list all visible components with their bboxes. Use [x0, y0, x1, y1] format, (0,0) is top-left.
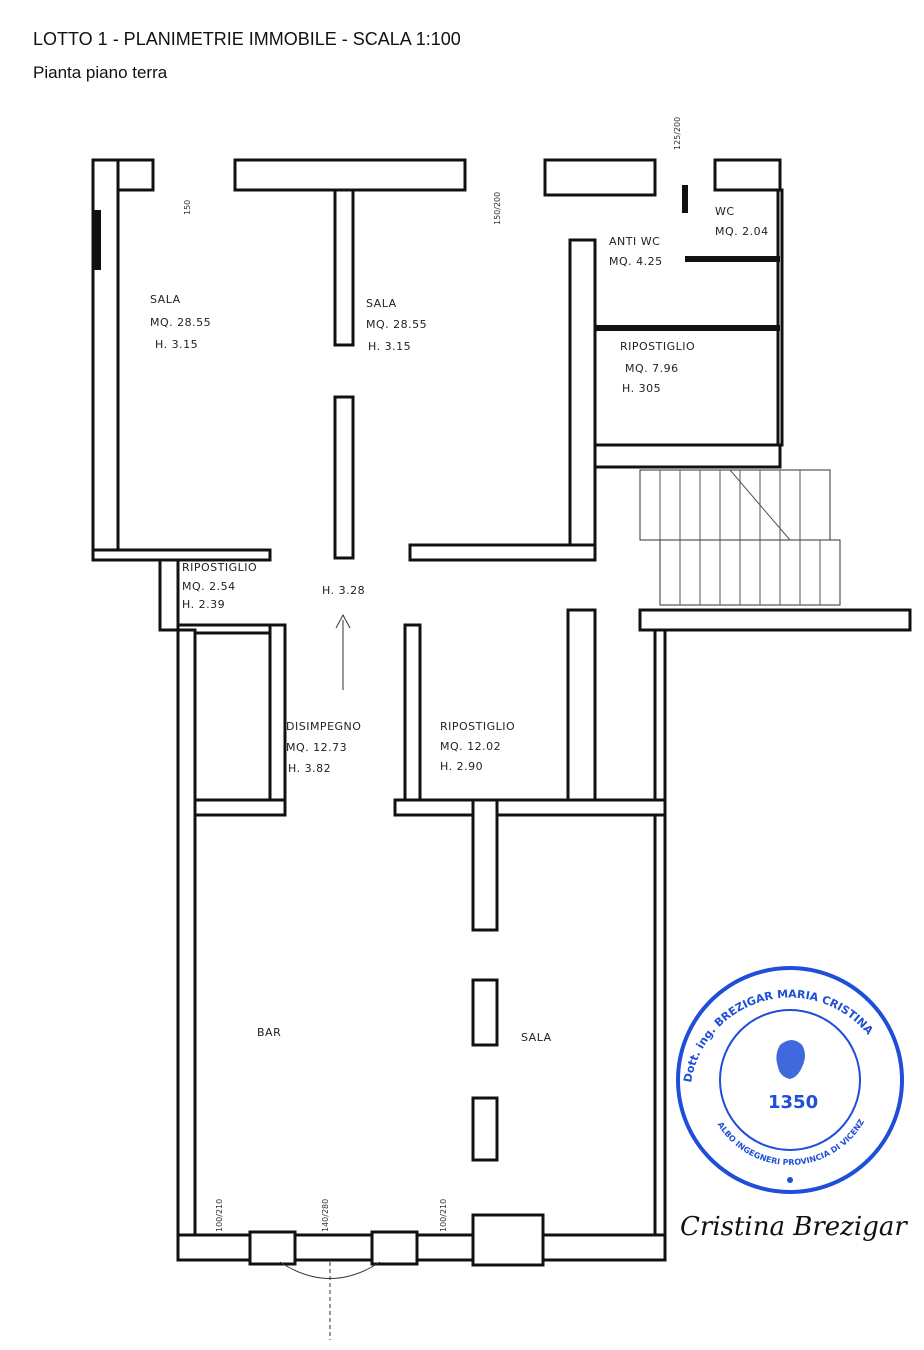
stamp-head-emblem: [776, 1040, 805, 1079]
room-name: RIPOSTIGLIO: [440, 720, 515, 733]
room-name: DISIMPEGNO: [286, 720, 361, 733]
room-area: MQ. 12.73: [286, 741, 347, 754]
dimension-label: 150/200: [493, 192, 502, 225]
room-height: H. 305: [622, 382, 661, 395]
room-height: H. 3.15: [155, 338, 198, 351]
room-area: MQ. 2.54: [182, 580, 236, 593]
room-area: MQ. 7.96: [625, 362, 679, 375]
room-area: MQ. 2.04: [715, 225, 769, 238]
room-height: H. 3.28: [322, 584, 365, 597]
room-height: H. 2.39: [182, 598, 225, 611]
stamp-number: 1350: [768, 1092, 818, 1113]
room-name: SALA: [150, 293, 181, 306]
walls: [91, 158, 912, 1340]
room-name: BAR: [257, 1026, 281, 1039]
dimension-label: 140/280: [321, 1199, 330, 1232]
room-name: SALA: [366, 297, 397, 310]
room-area: MQ. 4.25: [609, 255, 663, 268]
dimension-label: 125/200: [673, 117, 682, 150]
room-name: RIPOSTIGLIO: [182, 561, 257, 574]
room-name: RIPOSTIGLIO: [620, 340, 695, 353]
dimension-label: 100/210: [215, 1199, 224, 1232]
page-title: LOTTO 1 - PLANIMETRIE IMMOBILE - SCALA 1…: [33, 29, 461, 49]
room-area: MQ. 28.55: [366, 318, 427, 331]
staircase: [639, 469, 841, 606]
signature: Cristina Brezigar: [680, 1212, 908, 1242]
room-height: H. 2.90: [440, 760, 483, 773]
room-area: MQ. 28.55: [150, 316, 211, 329]
room-labels: SALA MQ. 28.55 H. 3.15 SALA MQ. 28.55 H.…: [150, 205, 769, 1044]
dimension-labels: 150 150/200 125/200 100/210 140/280 100/…: [183, 117, 682, 1232]
page-subtitle: Pianta piano terra: [33, 63, 168, 82]
room-area: MQ. 12.02: [440, 740, 501, 753]
room-name: SALA: [521, 1031, 552, 1044]
room-height: H. 3.15: [368, 340, 411, 353]
room-height: H. 3.82: [288, 762, 331, 775]
dimension-label: 100/210: [439, 1199, 448, 1232]
dimension-label: 150: [183, 200, 192, 215]
room-name: WC: [715, 205, 735, 218]
room-name: ANTI WC: [609, 235, 660, 248]
